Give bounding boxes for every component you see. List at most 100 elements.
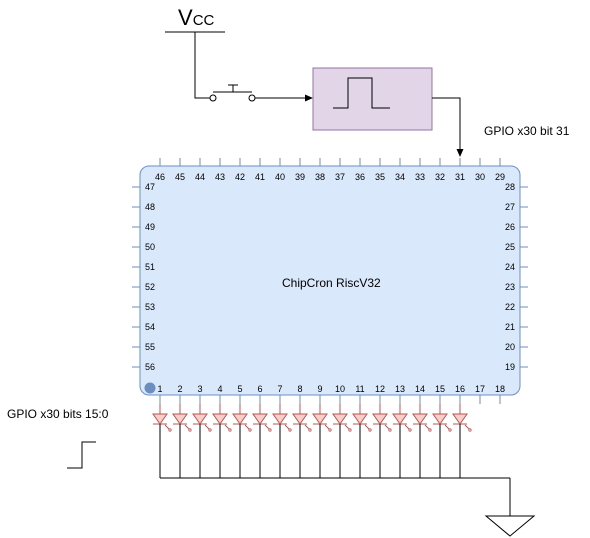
pin-bottom-16: 16 (455, 384, 465, 404)
led-13 (392, 404, 412, 478)
pin-left-54: 54 (132, 322, 155, 332)
led-16 (452, 404, 472, 478)
pin-right-23: 23 (505, 282, 528, 292)
pin-bottom-8: 8 (297, 384, 303, 404)
pin-label: 21 (505, 322, 515, 332)
led-emission-dot (368, 428, 372, 432)
led-emission-dot (448, 428, 452, 432)
pin-bottom-15: 15 (435, 384, 445, 404)
pin-label: 33 (415, 172, 425, 182)
pin-bottom-18: 18 (495, 384, 505, 404)
led-emission-arrow (404, 424, 410, 430)
led-1 (152, 404, 172, 478)
pin-label: 50 (145, 242, 155, 252)
ground-symbol (484, 515, 536, 537)
pin-top-35: 35 (375, 158, 385, 182)
push-button-switch (209, 84, 256, 102)
pin-label: 10 (335, 384, 345, 394)
pin-label: 5 (237, 384, 242, 394)
switch-to-shaper-arrowhead (305, 94, 313, 102)
led-emission-dot (308, 428, 312, 432)
led-12 (372, 404, 392, 478)
led-diode-triangle (172, 413, 188, 425)
pin-label: 16 (455, 384, 465, 394)
pin-label: 23 (505, 282, 515, 292)
led-6 (252, 404, 272, 478)
gpio-output-label: GPIO x30 bits 15:0 (7, 407, 109, 421)
pin-label: 35 (375, 172, 385, 182)
led-diode-triangle (292, 413, 308, 425)
vcc-label: VCC (178, 5, 215, 30)
pin-label: 12 (375, 384, 385, 394)
led-diode-triangle (332, 413, 348, 425)
pin-label: 2 (177, 384, 182, 394)
pin-label: 29 (495, 172, 505, 182)
led-emission-arrow (184, 424, 190, 430)
led-14 (412, 404, 432, 478)
led-9 (312, 404, 332, 478)
led-emission-arrow (164, 424, 170, 430)
led-diode-triangle (272, 413, 288, 425)
pin-label: 56 (145, 362, 155, 372)
pin-label: 55 (145, 342, 155, 352)
led-emission-arrow (324, 424, 330, 430)
switch-contact-left (209, 94, 217, 102)
pin-bottom-4: 4 (217, 384, 223, 404)
led-3 (192, 404, 212, 478)
led-emission-arrow (304, 424, 310, 430)
pin-label: 48 (145, 202, 155, 212)
led-emission-dot (468, 428, 472, 432)
pin-top-29: 29 (495, 158, 505, 182)
pin-label: 15 (435, 384, 445, 394)
gpio-input-label: GPIO x30 bit 31 (484, 124, 570, 138)
pin-top-36: 36 (355, 158, 365, 182)
pin-label: 25 (505, 242, 515, 252)
shaper-to-chip-wire (432, 97, 461, 150)
pin-left-49: 49 (132, 222, 155, 232)
led-emission-dot (288, 428, 292, 432)
pin1-marker (144, 382, 156, 394)
pin-bottom-12: 12 (375, 384, 385, 404)
led-diode-triangle (212, 413, 228, 425)
vcc-supply: VCC (165, 5, 225, 33)
pin-right-24: 24 (505, 262, 528, 272)
pin-label: 54 (145, 322, 155, 332)
pin-left-55: 55 (132, 342, 155, 352)
pin-label: 11 (355, 384, 364, 394)
pin-top-42: 42 (235, 158, 245, 182)
pin-label: 27 (505, 202, 515, 212)
pin-label: 7 (277, 384, 282, 394)
pin-label: 38 (315, 172, 325, 182)
pin-left-48: 48 (132, 202, 155, 212)
pin-top-34: 34 (395, 158, 405, 182)
pin-bottom-5: 5 (237, 384, 243, 404)
pin-label: 47 (145, 182, 155, 192)
pin-top-45: 45 (175, 158, 185, 182)
pin-right-19: 19 (505, 362, 528, 372)
led-diode-triangle (192, 413, 208, 425)
pin-left-47: 47 (132, 182, 155, 192)
pin-top-43: 43 (215, 158, 225, 182)
pin-label: 6 (257, 384, 262, 394)
pin-top-32: 32 (435, 158, 445, 182)
led-emission-dot (228, 428, 232, 432)
pin-bottom-2: 2 (177, 384, 183, 404)
pin-label: 49 (145, 222, 155, 232)
led-emission-dot (188, 428, 192, 432)
pin-label: 51 (145, 262, 155, 272)
pin-label: 31 (455, 172, 465, 182)
pulse-shaper-block (312, 67, 433, 131)
pin-right-22: 22 (505, 302, 528, 312)
pin-left-56: 56 (132, 362, 155, 372)
pin-label: 37 (335, 172, 345, 182)
led-emission-arrow (204, 424, 210, 430)
led-emission-arrow (384, 424, 390, 430)
pin-label: 32 (435, 172, 445, 182)
pin-left-52: 52 (132, 282, 155, 292)
pin-label: 26 (505, 222, 515, 232)
led-diode-triangle (412, 413, 428, 425)
pin-label: 44 (195, 172, 205, 182)
